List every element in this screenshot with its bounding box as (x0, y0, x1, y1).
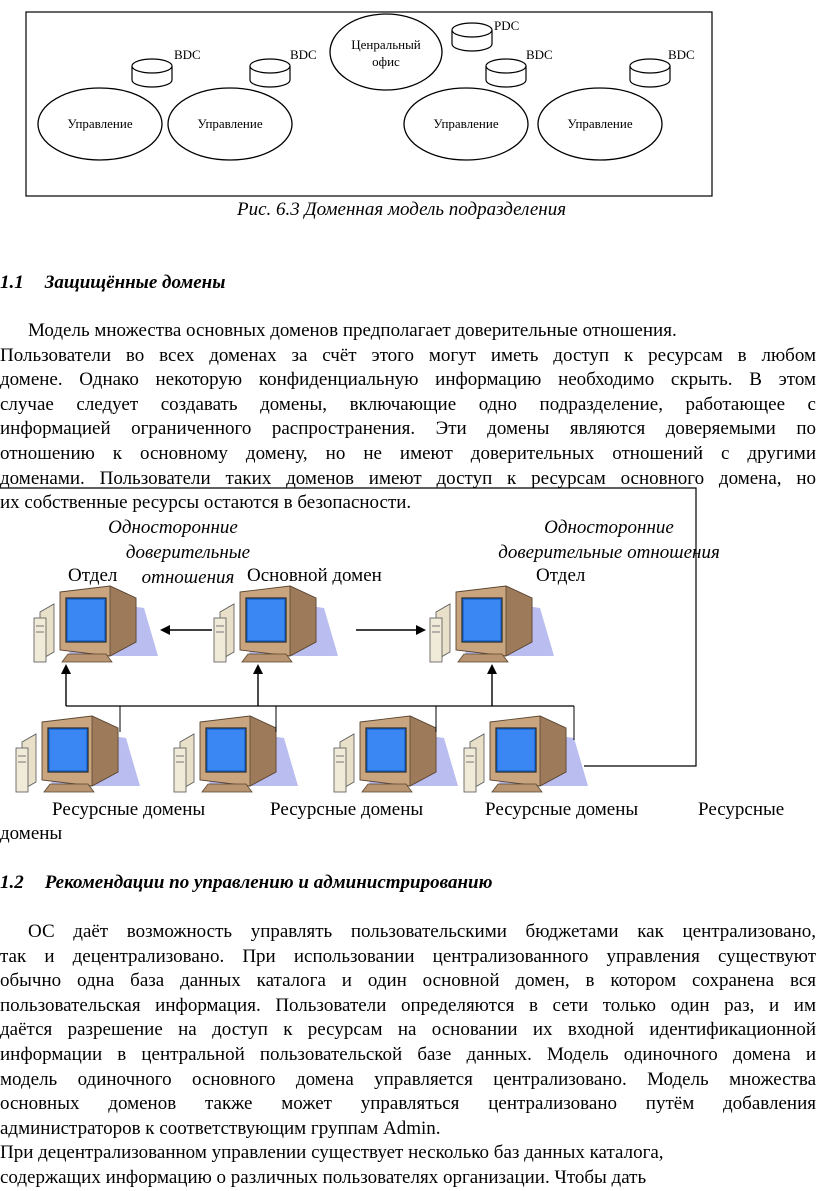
management-label: Управление (67, 116, 133, 131)
resource-domain-computer-icon (173, 715, 299, 793)
resource-domain-label: Ресурсные (698, 799, 785, 820)
bdc-disk-icon (131, 58, 173, 88)
bdc-label: BDC (668, 47, 695, 62)
central-office-label: Ценральный офис (351, 37, 421, 69)
bdc-label: BDC (290, 47, 317, 62)
main-domain-computer-icon (213, 585, 339, 663)
bdc-label: BDC (526, 47, 553, 62)
section1-paragraph: Модель множества основных доменов предпо… (0, 320, 816, 514)
figure-caption: Рис. 6.3 Доменная модель подразделения (237, 199, 567, 220)
trust-label-right: Односторонние доверительные отношения (498, 517, 720, 563)
management-label: Управление (433, 116, 499, 131)
pdc-label: PDC (494, 18, 520, 33)
management-label: Управление (567, 116, 633, 131)
management-ellipse (37, 87, 163, 161)
bdc-disk-icon (249, 58, 291, 88)
central-office-ellipse (329, 13, 443, 91)
resource-domain-label: Ресурсные домены (52, 799, 206, 820)
bdc-disk-icon (485, 58, 527, 88)
resource-domain-label-wrap: домены (0, 823, 63, 844)
main-domain-label: Основной домен (247, 565, 382, 586)
management-ellipse (403, 87, 529, 161)
bdc-label: BDC (174, 47, 201, 62)
section2-paragraph: ОС даёт возможность управлять пользовате… (0, 921, 816, 1188)
department-computer-icon (429, 585, 555, 663)
resource-domain-computer-icon (463, 715, 589, 793)
resource-domain-label: Ресурсные домены (270, 799, 424, 820)
management-ellipse (167, 87, 293, 161)
domain-model-figure (25, 11, 713, 197)
management-label: Управление (197, 116, 263, 131)
department-computer-icon (33, 585, 159, 663)
management-ellipse (537, 87, 663, 161)
trust-label-left: Односторонние доверительные отношения (108, 517, 251, 588)
bdc-disk-icon (629, 58, 671, 88)
resource-domain-computer-icon (15, 715, 141, 793)
department-label: Отдел (68, 565, 118, 586)
department-label: Отдел (536, 565, 586, 586)
pdc-disk-icon (451, 22, 493, 52)
resource-domain-label: Ресурсные домены (485, 799, 639, 820)
resource-domain-computer-icon (333, 715, 459, 793)
